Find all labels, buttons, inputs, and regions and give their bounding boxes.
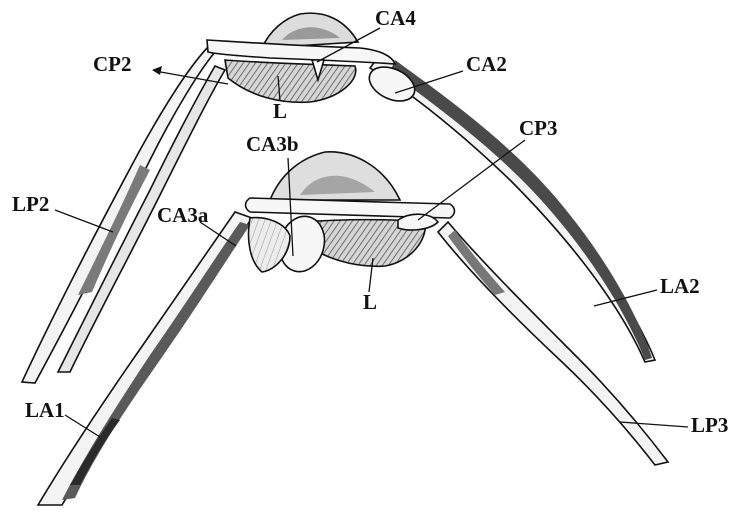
upper-body — [225, 60, 356, 102]
label-la2: LA2 — [660, 276, 700, 297]
label-ca2: CA2 — [466, 54, 507, 75]
label-cp2: CP2 — [93, 54, 132, 75]
label-lp2: LP2 — [12, 194, 49, 215]
label-l-upper: L — [273, 101, 287, 122]
label-cp3: CP3 — [519, 118, 558, 139]
lower-arch — [38, 152, 668, 505]
label-la1: LA1 — [25, 400, 65, 421]
label-ca3a: CA3a — [157, 205, 208, 226]
label-ca3b: CA3b — [246, 134, 299, 155]
label-l-lower: L — [363, 292, 377, 313]
lower-right-limb-shade — [448, 230, 505, 295]
lower-cp3-process — [398, 214, 438, 230]
label-ca4: CA4 — [375, 8, 416, 29]
label-lp3: LP3 — [691, 415, 728, 436]
